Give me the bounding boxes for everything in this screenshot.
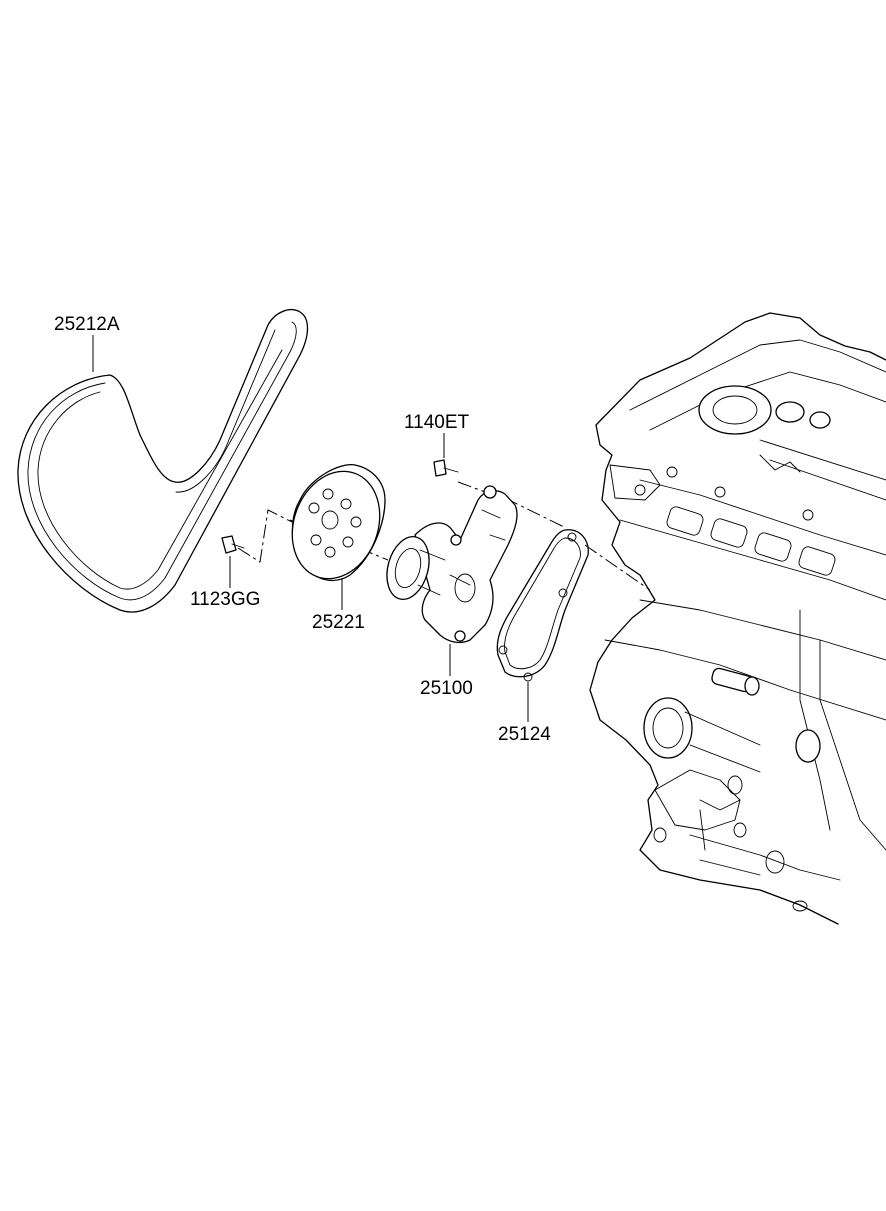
drive-belt xyxy=(17,309,309,613)
bolt-1123gg xyxy=(221,535,245,554)
leader-lines xyxy=(92,335,529,722)
gasket xyxy=(496,529,589,682)
pulley xyxy=(291,464,386,582)
label-water-pump: 25100 xyxy=(420,678,473,699)
part-labels: 25212A 1123GG 25221 1140ET 25100 25124 xyxy=(54,314,551,745)
bolt-1140et xyxy=(433,459,459,477)
label-belt: 25212A xyxy=(54,314,120,335)
water-pump xyxy=(386,485,518,644)
label-bolt-pump: 1140ET xyxy=(404,412,470,433)
label-gasket: 25124 xyxy=(498,724,551,745)
label-pulley: 25221 xyxy=(312,612,365,633)
engine-block xyxy=(589,312,886,925)
label-bolt-pulley: 1123GG xyxy=(190,589,260,610)
